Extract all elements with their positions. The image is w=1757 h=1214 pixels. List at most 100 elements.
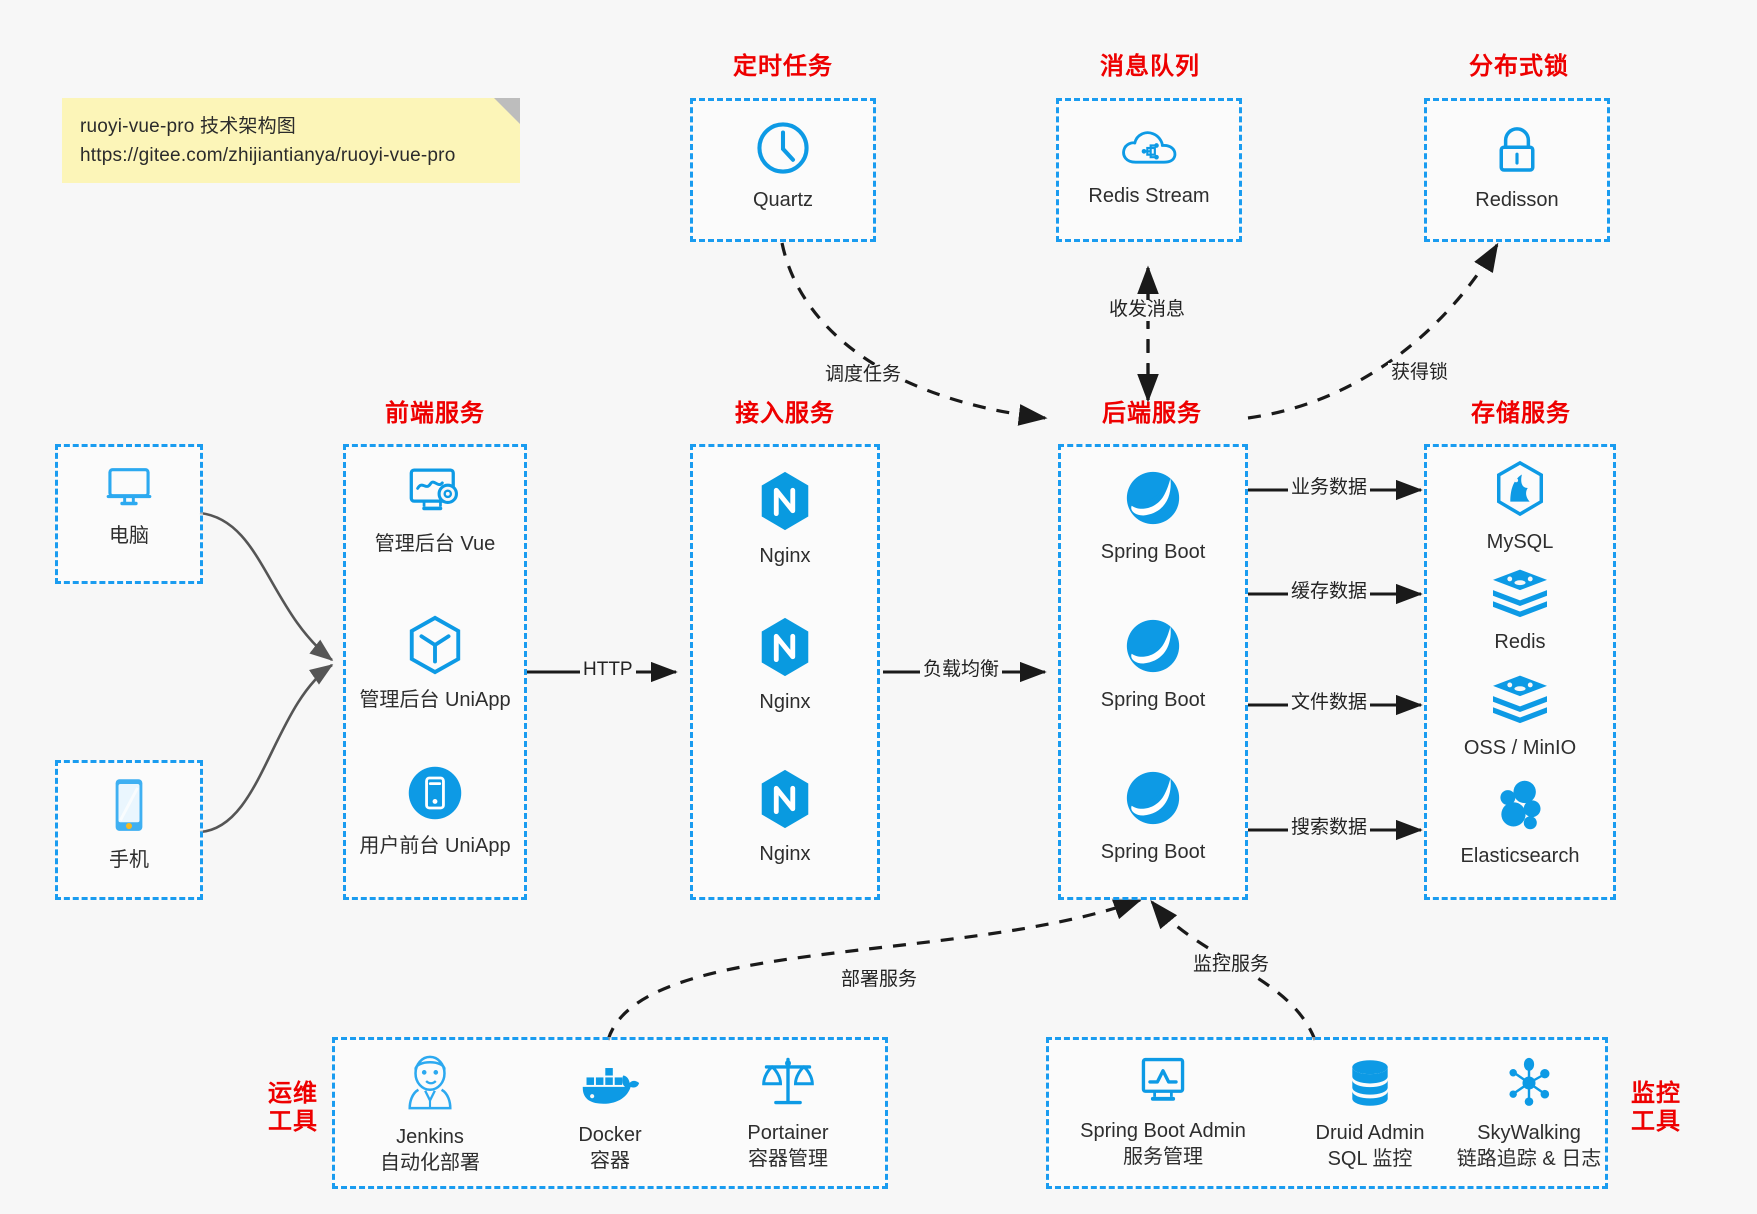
group-frontend: 管理后台 Vue 管理后台 UniApp 用户前台 UniApp xyxy=(343,444,527,900)
caption-devops-line2: 工具 xyxy=(268,1108,318,1136)
dashboard-settings-icon xyxy=(404,463,466,526)
node-nginx-2[interactable]: Nginx xyxy=(693,615,877,716)
node-subtitle: 容器 xyxy=(589,1149,630,1172)
node-label: Nginx xyxy=(759,691,811,713)
edge-label-deploy-service: 部署服务 xyxy=(838,969,921,991)
caption-scheduler: 定时任务 xyxy=(733,53,833,80)
node-docker[interactable]: Docker 容器 xyxy=(525,1056,695,1174)
node-springboot-2[interactable]: Spring Boot xyxy=(1061,615,1245,714)
database-cylinder-icon xyxy=(1343,1056,1397,1115)
node-elasticsearch[interactable]: Elasticsearch xyxy=(1427,777,1613,870)
node-title: Portainer xyxy=(747,1122,829,1144)
node-subtitle: 服务管理 xyxy=(1123,1145,1203,1168)
node-title: Druid Admin xyxy=(1315,1122,1425,1144)
node-label: Jenkins 自动化部署 xyxy=(380,1125,480,1176)
note-line-title: ruoyi-vue-pro 技术架构图 xyxy=(80,116,297,137)
node-title: Spring Boot Admin xyxy=(1080,1120,1246,1142)
edge-label-file-data: 文件数据 xyxy=(1288,692,1371,714)
cloud-stream-icon xyxy=(1119,123,1179,178)
node-subtitle: SQL 监控 xyxy=(1327,1147,1413,1170)
node-quartz[interactable]: Quartz xyxy=(693,119,873,214)
node-spring-boot-admin[interactable]: Spring Boot Admin 服务管理 xyxy=(1055,1054,1271,1170)
elasticsearch-icon xyxy=(1491,777,1549,838)
node-redisson[interactable]: Redisson xyxy=(1427,121,1607,214)
object-storage-icon xyxy=(1489,671,1551,730)
node-skywalking[interactable]: SkyWalking 链路追踪 & 日志 xyxy=(1439,1056,1619,1172)
caption-mq: 消息队列 xyxy=(1100,53,1200,80)
note-fold-corner xyxy=(494,98,520,124)
wire-backend-to-storage xyxy=(1248,479,1423,841)
node-label: Docker 容器 xyxy=(578,1123,641,1174)
group-client-desktop: 电脑 xyxy=(55,444,203,584)
node-subtitle: 链路追踪 & 日志 xyxy=(1456,1147,1602,1170)
node-jenkins[interactable]: Jenkins 自动化部署 xyxy=(345,1052,515,1176)
node-label: OSS / MinIO xyxy=(1463,737,1577,759)
edge-label-biz-data: 业务数据 xyxy=(1288,477,1371,499)
node-portainer[interactable]: Portainer 容器管理 xyxy=(703,1052,873,1172)
network-nodes-icon xyxy=(1501,1056,1557,1115)
node-label: Spring Boot Admin 服务管理 xyxy=(1080,1119,1246,1170)
edge-label-get-lock: 获得锁 xyxy=(1388,362,1452,384)
node-oss-minio[interactable]: OSS / MinIO xyxy=(1427,671,1613,762)
group-lock: Redisson xyxy=(1424,98,1610,242)
spring-boot-icon xyxy=(1122,767,1184,834)
node-label: 手机 xyxy=(109,849,149,871)
wire-clients-to-frontend xyxy=(199,511,334,834)
edge-label-schedule-task: 调度任务 xyxy=(822,364,905,386)
node-label: 用户前台 UniApp xyxy=(359,835,511,857)
group-scheduler: Quartz xyxy=(690,98,876,242)
group-devops: Jenkins 自动化部署 Docker 容器 xyxy=(332,1037,888,1189)
group-storage: MySQL Redis xyxy=(1424,444,1616,900)
nginx-icon xyxy=(755,469,815,538)
node-label: Redis Stream xyxy=(1088,185,1210,207)
hexagon-cube-icon xyxy=(404,613,466,682)
node-label: Redisson xyxy=(1475,189,1559,211)
node-subtitle: 自动化部署 xyxy=(380,1151,480,1174)
node-title: Jenkins xyxy=(396,1126,464,1148)
group-monitoring: Spring Boot Admin 服务管理 Druid Admin SQL 监… xyxy=(1046,1037,1608,1189)
node-springboot-3[interactable]: Spring Boot xyxy=(1061,767,1245,866)
node-druid-admin[interactable]: Druid Admin SQL 监控 xyxy=(1285,1056,1455,1172)
node-label: Nginx xyxy=(759,843,811,865)
node-label: MySQL xyxy=(1486,531,1554,553)
caption-devops-line1: 运维 xyxy=(268,1080,318,1107)
caption-storage: 存储服务 xyxy=(1471,400,1571,427)
node-mysql[interactable]: MySQL xyxy=(1427,459,1613,556)
edge-label-load-balance: 负载均衡 xyxy=(920,659,1003,681)
caption-monitoring: 监控 工具 xyxy=(1621,1080,1691,1137)
jenkins-butler-icon xyxy=(402,1052,458,1119)
caption-lock: 分布式锁 xyxy=(1469,53,1569,80)
node-redis[interactable]: Redis xyxy=(1427,565,1613,656)
node-mobile[interactable]: 手机 xyxy=(58,775,200,874)
node-springboot-1[interactable]: Spring Boot xyxy=(1061,467,1245,566)
node-label: SkyWalking 链路追踪 & 日志 xyxy=(1457,1121,1601,1172)
node-label: Redis xyxy=(1494,631,1546,653)
nginx-icon xyxy=(755,767,815,836)
node-label: Spring Boot xyxy=(1100,541,1206,563)
node-label: 管理后台 Vue xyxy=(374,533,496,555)
caption-backend: 后端服务 xyxy=(1102,400,1202,427)
node-label: Elasticsearch xyxy=(1460,845,1580,867)
node-label: Spring Boot xyxy=(1100,689,1206,711)
node-label: 管理后台 UniApp xyxy=(359,689,511,711)
caption-gateway: 接入服务 xyxy=(735,400,835,427)
caption-monitoring-line1: 监控 xyxy=(1631,1080,1681,1107)
node-redis-stream[interactable]: Redis Stream xyxy=(1059,123,1239,210)
node-nginx-3[interactable]: Nginx xyxy=(693,767,877,868)
node-label: Spring Boot xyxy=(1100,841,1206,863)
caption-monitoring-line2: 工具 xyxy=(1631,1108,1681,1136)
edge-label-monitor-service: 监控服务 xyxy=(1190,954,1273,976)
node-admin-uniapp[interactable]: 管理后台 UniApp xyxy=(346,613,524,714)
node-admin-vue[interactable]: 管理后台 Vue xyxy=(346,463,524,558)
group-client-mobile: 手机 xyxy=(55,760,203,900)
clock-icon xyxy=(754,119,812,182)
edge-label-messaging: 收发消息 xyxy=(1106,299,1189,321)
node-desktop[interactable]: 电脑 xyxy=(58,461,200,550)
node-nginx-1[interactable]: Nginx xyxy=(693,469,877,570)
note-line-url: https://gitee.com/zhijiantianya/ruoyi-vu… xyxy=(80,145,456,167)
edge-label-http: HTTP xyxy=(580,659,636,681)
caption-devops: 运维 工具 xyxy=(258,1080,328,1137)
node-label: Nginx xyxy=(759,545,811,567)
node-user-uniapp[interactable]: 用户前台 UniApp xyxy=(346,763,524,860)
